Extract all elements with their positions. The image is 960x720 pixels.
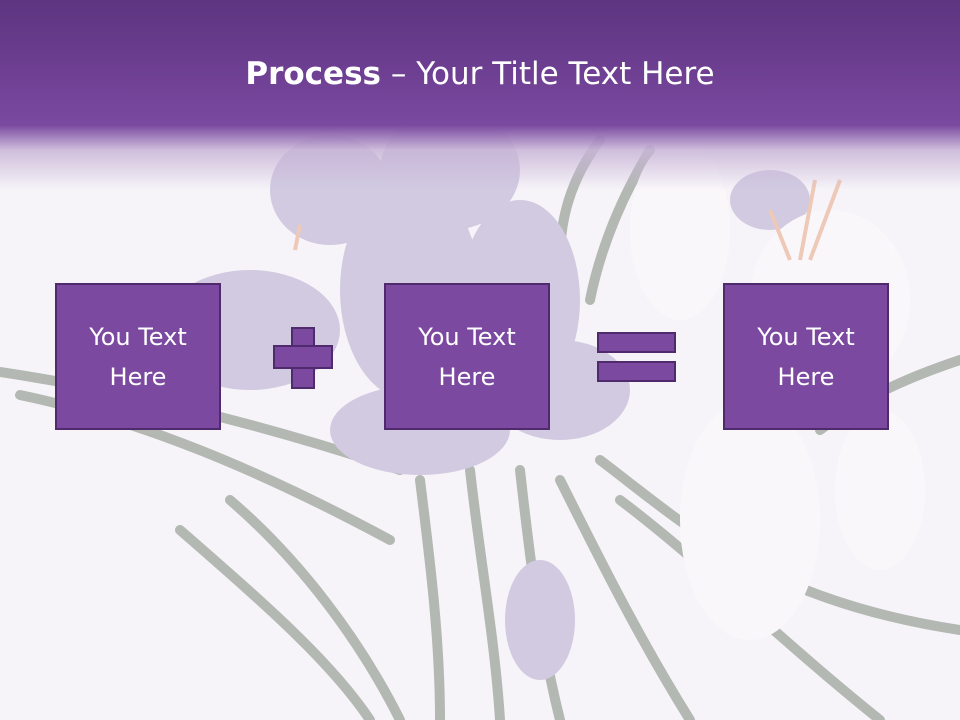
header-band [0, 0, 960, 190]
process-box-label: You Text Here [89, 322, 187, 391]
process-box-2[interactable]: You Text Here [384, 283, 550, 430]
process-box-3[interactable]: You Text Here [723, 283, 889, 430]
process-box-1[interactable]: You Text Here [55, 283, 221, 430]
slide-title[interactable]: Process – Your Title Text Here [0, 52, 960, 96]
process-box-label: You Text Here [757, 322, 855, 391]
title-strong: Process [245, 56, 381, 92]
title-rest: – Your Title Text Here [381, 56, 715, 92]
process-box-label: You Text Here [418, 322, 516, 391]
